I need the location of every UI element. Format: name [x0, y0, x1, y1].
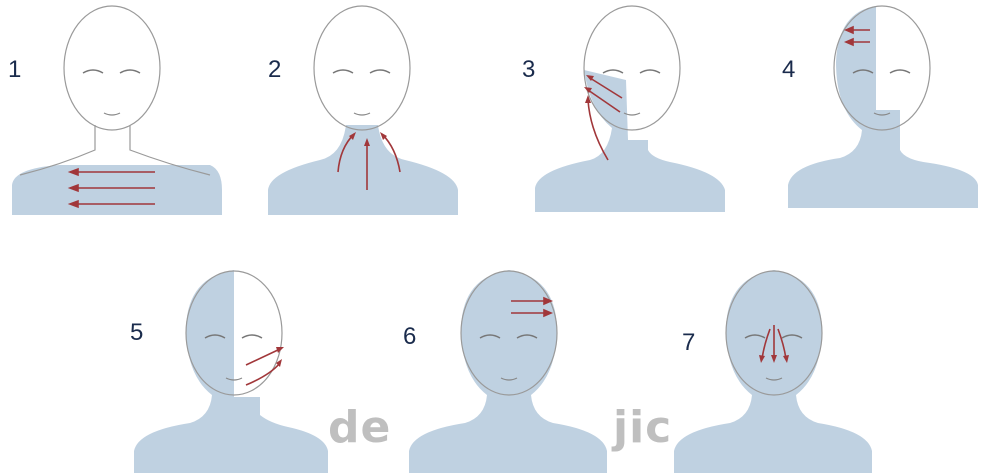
step-number: 1: [8, 58, 21, 82]
highlight-neck: [268, 125, 458, 215]
highlight-nose: [674, 270, 872, 473]
step-panel-2: 2: [250, 0, 480, 220]
step-panel-1: 1: [0, 0, 230, 220]
step-number: 4: [782, 58, 795, 82]
step-panel-4: 4: [770, 0, 981, 215]
highlight-left-cheek: [134, 270, 328, 473]
face-diagram-3: [520, 0, 750, 220]
face-diagram-2: [250, 0, 480, 220]
highlight-forehead: [409, 270, 607, 473]
step-panel-3: 3: [520, 0, 750, 220]
face-diagram-4: [770, 0, 981, 215]
step-number: 5: [130, 321, 143, 345]
step-number: 7: [682, 331, 695, 355]
face-diagram-7: [660, 255, 890, 473]
face-diagram-1: [0, 0, 230, 220]
step-panel-7: 7: [660, 255, 890, 473]
step-number: 2: [268, 58, 281, 82]
highlight-right-face: [788, 6, 978, 208]
watermark-right: jic: [613, 406, 672, 450]
watermark-left: de: [328, 406, 391, 450]
highlight-right-cheek-neck: [535, 70, 725, 212]
face-diagram-5: [120, 255, 350, 473]
step-number: 6: [403, 325, 416, 349]
step-panel-5: 5: [120, 255, 350, 473]
face-diagram-6: [395, 255, 625, 473]
step-number: 3: [522, 58, 535, 82]
step-panel-6: 6: [395, 255, 625, 473]
